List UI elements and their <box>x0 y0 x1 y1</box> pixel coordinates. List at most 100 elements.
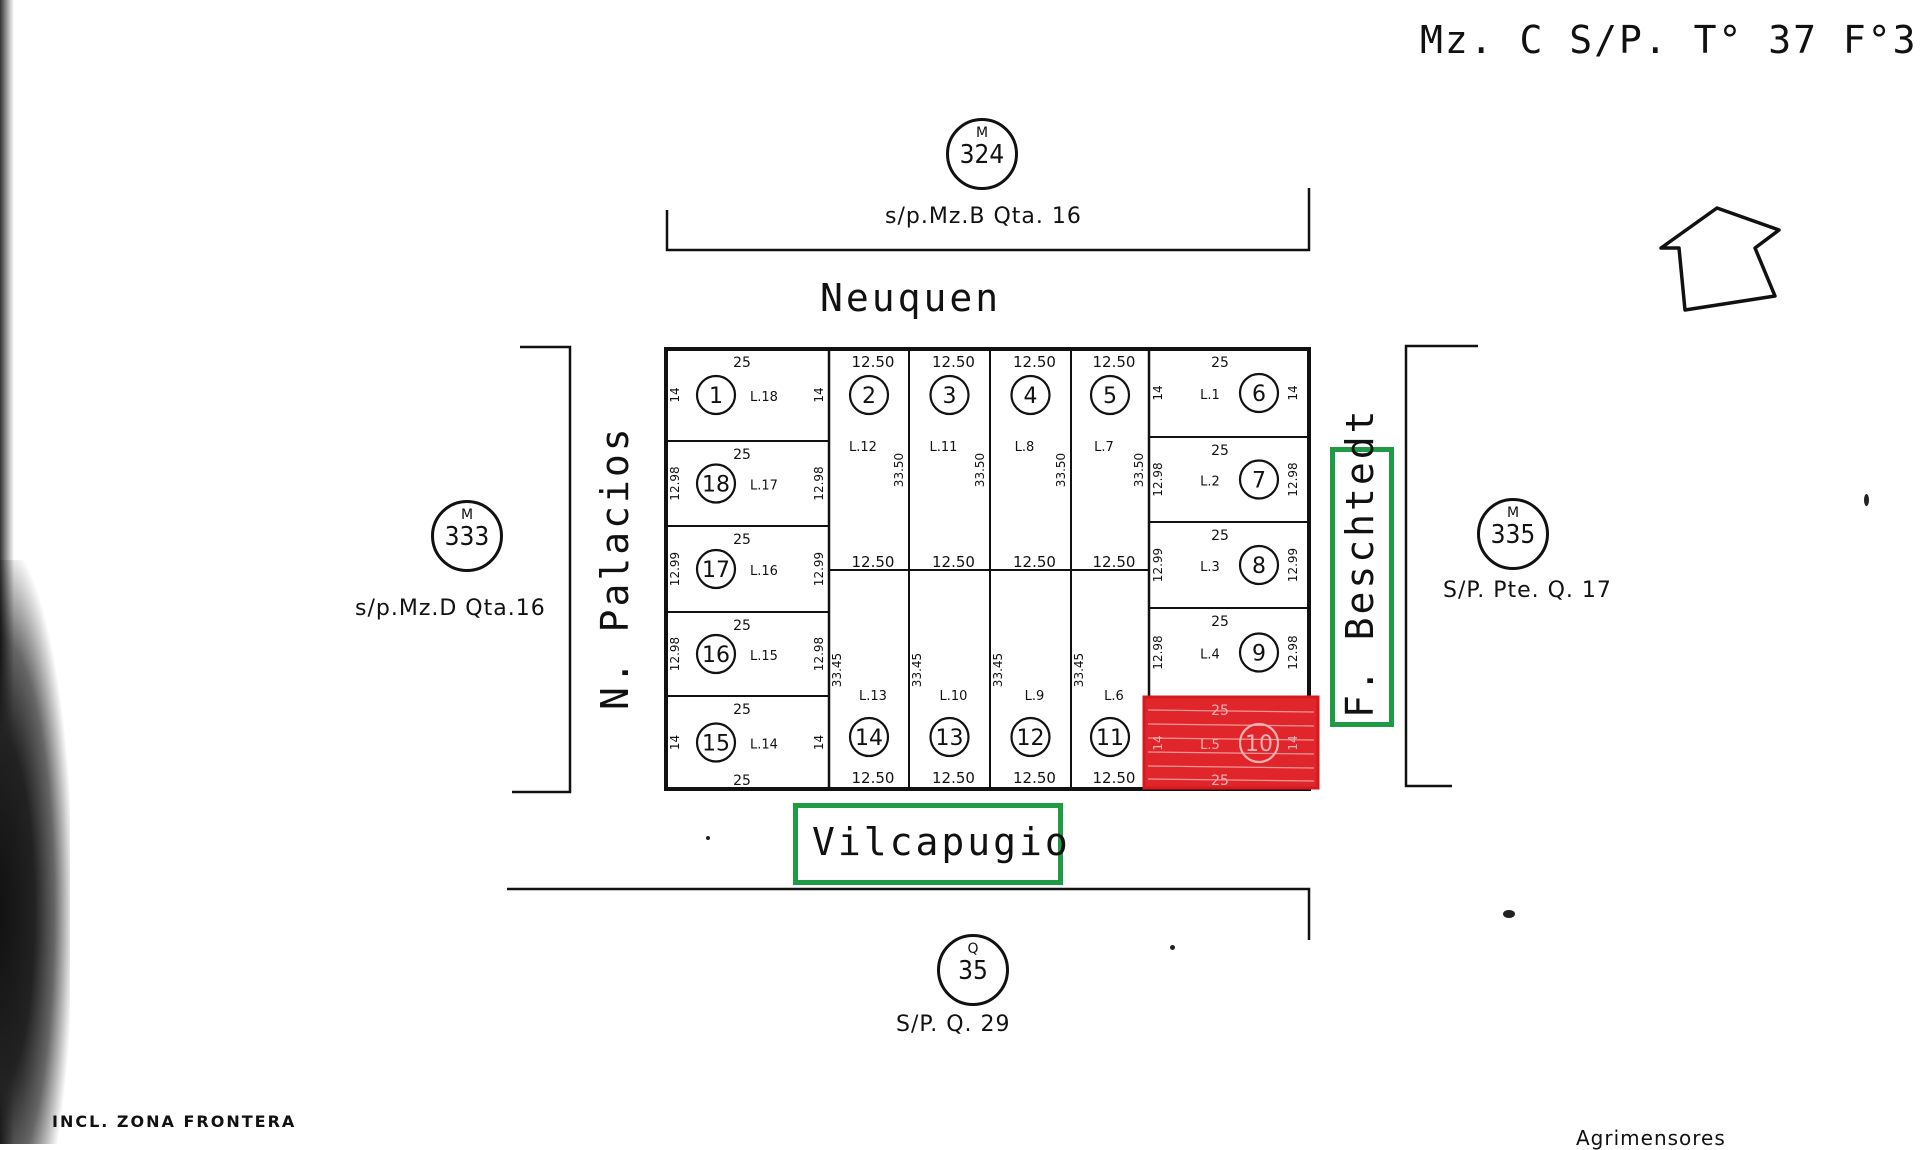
speck <box>1503 910 1515 918</box>
lot-number-3: 3 <box>943 384 957 409</box>
lot-number-4: 4 <box>1024 384 1038 409</box>
lot-dim-side: 14 <box>1286 735 1300 750</box>
lot-dim-depth: 33.50 <box>892 453 906 487</box>
lot-dim-mid: 12.50 <box>932 553 975 571</box>
lot-dim-side: 12.98 <box>1151 635 1165 669</box>
lot-dim-mid: 12.50 <box>1093 553 1136 571</box>
lot-dim-bottom: 25 <box>733 773 751 789</box>
lot-number-9-circle <box>1238 632 1280 673</box>
lot-number-10-circle <box>1238 722 1280 764</box>
lot-dim-top: 25 <box>733 702 751 718</box>
south-block-ref: S/P. Q. 29 <box>896 1012 1011 1037</box>
lot-number-11-circle <box>1089 716 1131 758</box>
street-north: Neuquen <box>820 276 1002 320</box>
lot-dim-side: 12.98 <box>1286 462 1300 496</box>
lot-dim-side: 14 <box>668 735 682 750</box>
sheet-header: Mz. C S/P. T° 37 F°3 <box>1420 18 1918 62</box>
lot-cadastral-id: L.14 <box>750 738 778 753</box>
lot-number-13: 13 <box>936 726 964 751</box>
lot-dim-side: 14 <box>1151 385 1165 400</box>
lot-number-7-circle <box>1238 459 1280 500</box>
lot-dim-top: 25 <box>1211 443 1229 459</box>
lot-dim-top: 25 <box>733 532 751 548</box>
lot-cadastral-id: L.15 <box>750 649 778 664</box>
lot-cadastral-id: L.18 <box>750 390 778 405</box>
lot-dim-width: 12.50 <box>1013 353 1056 371</box>
lot-dim-side: 12.98 <box>668 466 682 500</box>
east-block-ref: S/P. Pte. Q. 17 <box>1443 578 1612 603</box>
lot-cadastral-id: L.5 <box>1200 738 1220 753</box>
lot-number-1: 1 <box>709 384 723 409</box>
lot-dim-depth: 33.45 <box>830 653 844 687</box>
lot-number-1-circle <box>695 374 737 416</box>
lot-number-17: 17 <box>702 558 730 583</box>
lot-dim-side: 12.98 <box>812 637 826 671</box>
lot-number-8-circle <box>1238 544 1280 586</box>
lot-dim-top: 25 <box>1211 703 1229 719</box>
footer-note-right: Agrimensores <box>1576 1126 1726 1150</box>
lot-cadastral-id: L.9 <box>1025 689 1045 704</box>
lot-dim-side: 12.99 <box>812 552 826 586</box>
lot-cadastral-id: L.2 <box>1200 475 1220 490</box>
lot-number-2-circle <box>848 374 890 416</box>
lot-number-10: 10 <box>1245 732 1273 757</box>
lot-number-12: 12 <box>1017 726 1045 751</box>
lot-dim-depth: 33.45 <box>910 653 924 687</box>
lot-dim-mid: 12.50 <box>852 553 895 571</box>
lot-cadastral-id: L.17 <box>750 479 778 494</box>
lot-number-18-circle <box>695 463 737 504</box>
lot-number-6: 6 <box>1252 382 1266 407</box>
lot-dim-width: 12.50 <box>1013 769 1056 787</box>
lot-number-14-circle <box>848 716 890 758</box>
lot-dim-depth: 33.50 <box>1054 453 1068 487</box>
lot-number-5: 5 <box>1103 384 1117 409</box>
lot-dim-top: 25 <box>1211 614 1229 630</box>
lot-dim-width: 12.50 <box>852 769 895 787</box>
lot-number-11: 11 <box>1096 726 1124 751</box>
highlight-hatching <box>1147 709 1315 782</box>
lot-number-5-circle <box>1089 374 1131 416</box>
lot-cadastral-id: L.11 <box>930 440 958 455</box>
block-badge-north: M 324 <box>946 118 1018 190</box>
lot-number-17-circle <box>695 548 737 590</box>
lot-number-16: 16 <box>702 643 730 668</box>
lot-dim-width: 12.50 <box>1093 353 1136 371</box>
lot-dim-side: 12.99 <box>1286 548 1300 582</box>
lot-dim-depth: 33.45 <box>991 653 1005 687</box>
lot-number-9: 9 <box>1252 642 1266 667</box>
north-block-ref: s/p.Mz.B Qta. 16 <box>885 204 1082 229</box>
lot-number-6-circle <box>1238 372 1280 414</box>
scan-smudge <box>0 560 70 1144</box>
west-block-ref: s/p.Mz.D Qta.16 <box>355 596 546 621</box>
lot-number-12-circle <box>1010 716 1051 758</box>
lot-cadastral-id: L.13 <box>859 689 887 704</box>
lot-dim-side: 12.98 <box>1286 635 1300 669</box>
lot-dim-depth: 33.50 <box>973 453 987 487</box>
footer-note-left: INCL. ZONA FRONTERA <box>52 1112 297 1131</box>
lot-cadastral-id: L.10 <box>940 689 968 704</box>
lot-dim-side: 14 <box>812 387 826 402</box>
block-outline <box>664 347 1311 791</box>
lot-dim-side: 14 <box>668 387 682 402</box>
lot-cadastral-id: L.16 <box>750 564 778 579</box>
lot-dim-top: 25 <box>1211 355 1229 371</box>
lot-dim-side: 12.99 <box>1151 548 1165 582</box>
lot-number-2: 2 <box>862 384 876 409</box>
street-south: Vilcapugio <box>812 820 1071 864</box>
lot-dim-side: 12.98 <box>812 466 826 500</box>
lot-dim-side: 12.98 <box>668 637 682 671</box>
lot-dim-side: 12.98 <box>1151 462 1165 496</box>
lot-cadastral-id: L.12 <box>849 440 877 455</box>
lot-dim-depth: 33.50 <box>1132 453 1146 487</box>
lot-dim-bottom: 25 <box>1211 773 1229 789</box>
lot-cadastral-id: L.3 <box>1200 560 1220 575</box>
lot-cadastral-id: L.8 <box>1015 440 1035 455</box>
lot-number-15: 15 <box>702 732 730 757</box>
lot-number-15-circle <box>695 722 737 763</box>
north-arrow-icon <box>1659 206 1781 312</box>
lot-number-13-circle <box>929 716 970 758</box>
lot-cadastral-id: L.6 <box>1104 689 1124 704</box>
lot-cadastral-id: L.1 <box>1200 388 1220 403</box>
block-badge-south: Q 35 <box>937 934 1009 1006</box>
